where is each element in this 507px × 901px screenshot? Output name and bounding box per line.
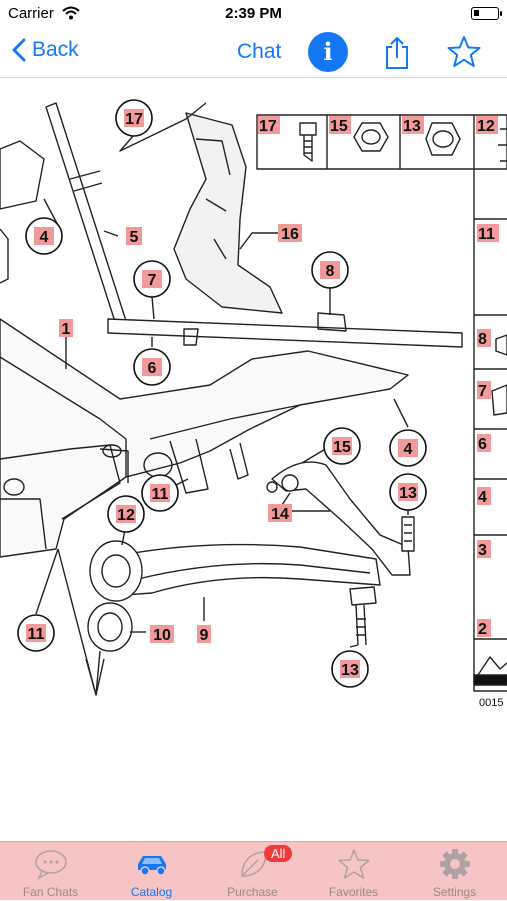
callout-11[interactable]: 11 bbox=[152, 486, 169, 503]
side-row-4[interactable]: 4 bbox=[478, 489, 487, 506]
tab-label-catalog: Catalog bbox=[130, 885, 173, 899]
carrier-label: Carrier bbox=[8, 5, 54, 22]
battery-icon bbox=[471, 7, 502, 20]
wifi-icon bbox=[62, 6, 80, 20]
callout-9[interactable]: 9 bbox=[200, 627, 209, 644]
callout-7[interactable]: 7 bbox=[148, 272, 157, 289]
tab-fan-chats[interactable]: Fan Chats bbox=[0, 842, 101, 901]
chevron-left-icon bbox=[12, 38, 26, 62]
tab-label-favorites: Favorites bbox=[328, 885, 379, 899]
chat-button[interactable]: Chat bbox=[237, 40, 282, 63]
tab-catalog[interactable]: Catalog bbox=[101, 842, 202, 901]
side-row-3[interactable]: 3 bbox=[478, 542, 487, 559]
back-button[interactable]: Back bbox=[12, 38, 79, 62]
back-label: Back bbox=[32, 38, 79, 61]
side-row-2[interactable]: 2 bbox=[478, 621, 487, 638]
parts-diagram-view[interactable]: 17 16 8 7 6 5 4 1 15 4 11 12 14 bbox=[0, 79, 507, 841]
side-row-7[interactable]: 7 bbox=[478, 383, 487, 400]
callout-5[interactable]: 5 bbox=[130, 229, 139, 246]
tab-favorites[interactable]: Favorites bbox=[303, 842, 404, 901]
side-row-8[interactable]: 8 bbox=[478, 331, 487, 348]
table-col-12[interactable]: 12 bbox=[477, 118, 495, 135]
callout-13[interactable]: 13 bbox=[399, 485, 417, 502]
tab-label-settings: Settings bbox=[432, 885, 477, 899]
callout-14[interactable]: 14 bbox=[271, 506, 289, 523]
callout-4[interactable]: 4 bbox=[40, 229, 49, 246]
tab-purchase[interactable]: All Purchase bbox=[202, 842, 303, 901]
callout-16[interactable]: 16 bbox=[281, 226, 299, 243]
info-icon[interactable]: i bbox=[308, 32, 348, 72]
favorite-star-icon[interactable] bbox=[446, 34, 482, 70]
star-icon bbox=[338, 849, 370, 879]
speech-bubble-icon bbox=[35, 850, 67, 880]
table-col-15[interactable]: 15 bbox=[330, 118, 348, 135]
callout-15[interactable]: 15 bbox=[333, 439, 351, 456]
diagram-code: 0015 bbox=[479, 697, 503, 709]
callout-13b[interactable]: 13 bbox=[341, 662, 359, 679]
tab-label-purchase: Purchase bbox=[227, 885, 278, 899]
callout-8[interactable]: 8 bbox=[326, 263, 335, 280]
tab-label-fan-chats: Fan Chats bbox=[22, 885, 79, 899]
table-col-13[interactable]: 13 bbox=[403, 118, 421, 135]
tab-bar: Fan Chats Catalog All Purchase Favorites bbox=[0, 841, 507, 900]
callout-1[interactable]: 1 bbox=[62, 321, 71, 338]
purchase-badge: All bbox=[264, 845, 293, 862]
callout-17[interactable]: 17 bbox=[125, 111, 143, 128]
callout-10[interactable]: 10 bbox=[153, 627, 171, 644]
car-icon bbox=[138, 856, 166, 876]
side-row-11[interactable]: 11 bbox=[478, 226, 495, 243]
parts-diagram: 17 16 8 7 6 5 4 1 15 4 11 12 14 bbox=[0, 99, 507, 709]
navigation-bar: Back Chat i bbox=[0, 28, 507, 78]
callout-6[interactable]: 6 bbox=[148, 360, 157, 377]
callout-4b[interactable]: 4 bbox=[404, 441, 413, 458]
callout-12[interactable]: 12 bbox=[117, 507, 135, 524]
gear-icon bbox=[440, 849, 470, 879]
status-time: 2:39 PM bbox=[225, 5, 282, 22]
side-row-6[interactable]: 6 bbox=[478, 436, 487, 453]
callout-11b[interactable]: 11 bbox=[28, 626, 45, 643]
status-bar: Carrier 2:39 PM bbox=[0, 0, 507, 28]
share-icon[interactable] bbox=[383, 36, 411, 70]
table-col-17[interactable]: 17 bbox=[259, 118, 277, 135]
tab-settings[interactable]: Settings bbox=[404, 842, 505, 901]
